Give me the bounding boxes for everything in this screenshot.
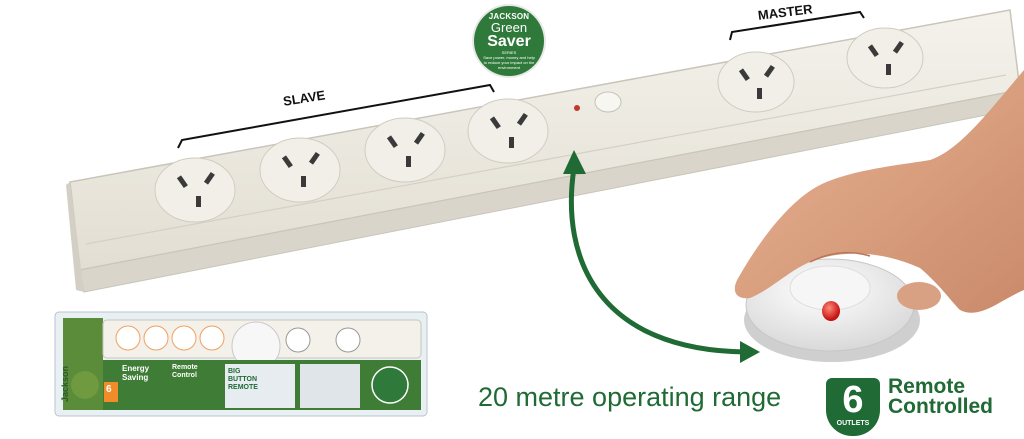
outlet-slave-3 xyxy=(364,117,446,183)
remote-controlled-text: Remote Controlled xyxy=(888,375,993,418)
outlets-count: 6 xyxy=(842,379,864,421)
slave-bracket xyxy=(177,83,495,149)
retail-package xyxy=(54,311,428,417)
remote-controlled-line1: Remote xyxy=(888,375,966,398)
hand xyxy=(734,70,1024,313)
outlet-slave-1 xyxy=(154,157,236,223)
outlet-master-2 xyxy=(846,27,924,89)
remote-controlled-line2: Controlled xyxy=(888,395,993,418)
range-arrow xyxy=(563,150,760,363)
range-text: 20 metre operating range xyxy=(478,382,782,412)
green-saver-badge: JACKSON Green Saver SERIES Save power, m… xyxy=(474,6,544,76)
strip-reset-button xyxy=(594,91,622,113)
badge-brand: JACKSON xyxy=(488,12,530,21)
badge-tagline: Save power, money and help to reduce you… xyxy=(483,55,535,70)
outlet-slave-4 xyxy=(467,98,549,164)
strip-indicator-light xyxy=(574,105,580,111)
package-text3: BIG BUTTON REMOTE xyxy=(228,368,258,391)
badge-line1: Green xyxy=(490,20,528,35)
badge-line2: Saver xyxy=(487,33,531,50)
package-brand: Jackson xyxy=(60,365,70,402)
remote-red-light xyxy=(822,301,840,321)
package-count: 6 xyxy=(106,384,112,395)
outlets-badge: 6 OUTLETS xyxy=(826,378,880,436)
outlet-master-1 xyxy=(717,51,795,113)
badge-series: SERIES xyxy=(501,50,517,55)
outlets-unit: OUTLETS xyxy=(836,420,870,427)
package-text1: Energy Saving xyxy=(122,364,150,382)
remote-control xyxy=(744,258,920,362)
package-text2: Remote Control xyxy=(172,364,198,379)
outlet-slave-2 xyxy=(259,137,341,203)
master-bracket xyxy=(729,10,865,41)
